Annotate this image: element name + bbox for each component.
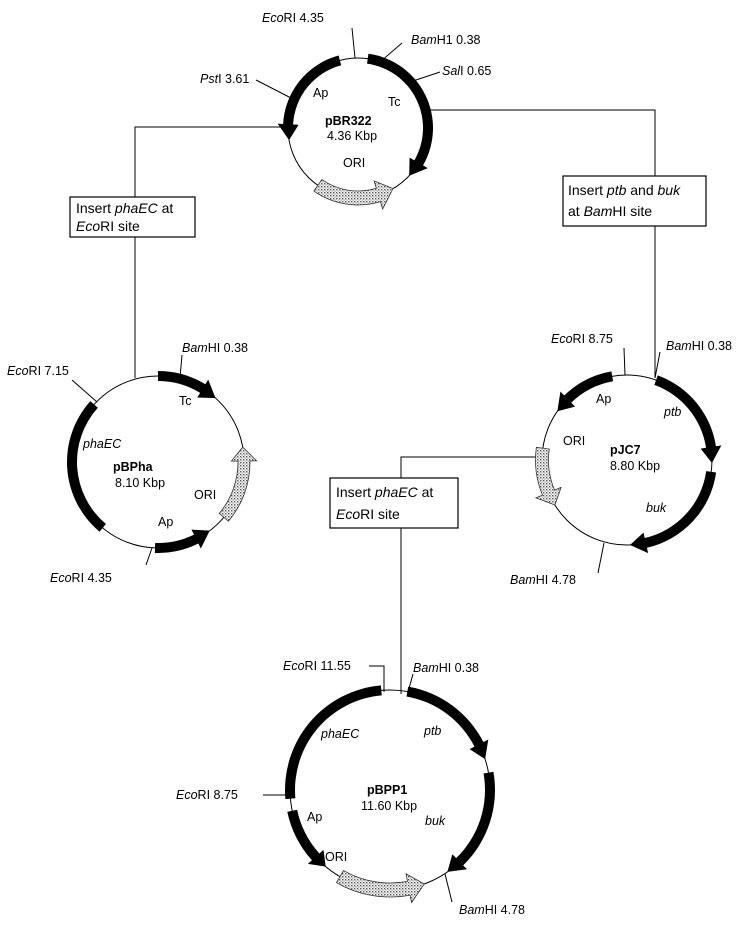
bamhi-bottom-site-label: BamHI 4.78 xyxy=(510,573,576,587)
plasmid-pjc7: EcoRI 8.75 BamHI 0.38 BamHI 4.78 Ap ptb … xyxy=(510,332,732,587)
ori-region xyxy=(534,446,562,506)
ap-gene-arrow xyxy=(557,371,614,412)
step-box-middle: Insert phaEC at EcoRI site xyxy=(329,477,459,529)
plasmid-size: 8.80 Kbp xyxy=(610,459,660,473)
buk-gene-arrow xyxy=(629,471,717,554)
ori-label: ORI xyxy=(563,434,585,448)
ap-label: Ap xyxy=(313,86,328,100)
bamhi-site-tick xyxy=(179,354,183,379)
ap-gene-arrow xyxy=(277,55,342,141)
ori-label: ORI xyxy=(343,156,365,170)
buk-gene-label: buk xyxy=(425,814,446,828)
sali-site-tick xyxy=(409,71,441,83)
tc-gene-arrow xyxy=(158,371,216,399)
plasmid-name: pBPP1 xyxy=(367,783,407,797)
plasmid-pbpp1: EcoRI 11.55 BamHI 0.38 EcoRI 8.75 BamHI … xyxy=(176,659,525,917)
bamh1-site-label: BamH1 0.38 xyxy=(411,33,481,47)
ecori-bottom-site-tick xyxy=(145,547,153,566)
ori-region xyxy=(218,446,258,522)
step-box-left-line2: EcoRI site xyxy=(76,218,140,234)
ecori-site-tick xyxy=(623,347,626,376)
bamh1-site-tick xyxy=(379,42,403,63)
ap-label: Ap xyxy=(596,392,611,406)
phaec-gene-arc xyxy=(67,401,106,532)
bamhi-top-site-tick xyxy=(654,351,661,379)
plasmid-name: pJC7 xyxy=(610,443,641,457)
ecori-top-site-tick xyxy=(369,665,385,692)
step-box-right: Insert ptb and buk at BamHI site xyxy=(562,175,707,227)
sali-site-label: SalI 0.65 xyxy=(442,64,491,78)
psti-site-tick xyxy=(255,79,292,99)
tc-label: Tc xyxy=(179,394,192,408)
ap-label: Ap xyxy=(158,515,173,529)
bamhi-site-label: BamHI 0.38 xyxy=(182,341,248,355)
ori-label: ORI xyxy=(194,488,216,502)
bamhi-bottom-site-tick xyxy=(444,873,453,903)
plasmid-pbpha: BamHI 0.38 EcoRI 7.15 EcoRI 4.35 Tc phaE… xyxy=(7,341,258,585)
plasmid-size: 11.60 Kbp xyxy=(361,799,417,813)
ap-label: Ap xyxy=(307,810,322,824)
ecori-site-label: EcoRI 4.35 xyxy=(262,11,324,25)
ptb-gene-label: ptb xyxy=(423,724,441,738)
phaec-gene-arc xyxy=(285,685,382,800)
ecori-left-site-label: EcoRI 8.75 xyxy=(176,788,238,802)
plasmid-name: pBR322 xyxy=(325,114,372,128)
ecori-top-site-label: EcoRI 11.55 xyxy=(283,659,351,673)
ori-region xyxy=(313,179,394,211)
ecori-bottom-site-label: EcoRI 4.35 xyxy=(50,571,112,585)
ecori-site-label: EcoRI 8.75 xyxy=(551,332,613,346)
phaec-gene-label: phaEC xyxy=(82,437,122,451)
step-box-right-line2: at BamHI site xyxy=(568,203,652,219)
tc-label: Tc xyxy=(388,95,401,109)
plasmid-size: 8.10 Kbp xyxy=(115,476,165,490)
ecori-top-site-label: EcoRI 7.15 xyxy=(7,364,69,378)
bamhi-bottom-site-label: BamHI 4.78 xyxy=(459,903,525,917)
ptb-gene-arrow xyxy=(654,375,722,463)
ori-label: ORI xyxy=(325,850,347,864)
bamhi-top-site-label: BamHI 0.38 xyxy=(666,339,732,353)
step-box-middle-line2: EcoRI site xyxy=(336,506,400,522)
buk-gene-label: buk xyxy=(646,501,667,515)
bamhi-bottom-site-tick xyxy=(597,542,605,574)
phaec-gene-label: phaEC xyxy=(320,727,360,741)
ptb-gene-label: ptb xyxy=(663,405,681,419)
plasmid-pbr322: EcoRI 4.35 BamH1 0.38 SalI 0.65 PstI 3.6… xyxy=(200,11,491,211)
connector-lines xyxy=(134,109,656,694)
bamhi-top-site-tick xyxy=(407,673,414,693)
ap-gene-arrow xyxy=(154,529,210,553)
step-box-right-line1: Insert ptb and buk xyxy=(568,182,681,198)
step-box-left-line1: Insert phaEC at xyxy=(76,200,173,216)
bamhi-top-site-label: BamHI 0.38 xyxy=(413,661,479,675)
plasmid-name: pBPha xyxy=(113,460,154,474)
buk-gene-arrow xyxy=(447,771,495,872)
ecori-site-tick xyxy=(351,27,356,59)
ori-region xyxy=(335,869,425,904)
ap-gene-arrow xyxy=(287,809,326,867)
step-box-left: Insert phaEC at EcoRI site xyxy=(69,196,196,238)
ptb-gene-arrow xyxy=(406,686,489,760)
tc-gene-arrow xyxy=(367,53,433,176)
step-box-middle-line1: Insert phaEC at xyxy=(336,484,433,500)
ecori-top-site-tick xyxy=(71,379,98,403)
plasmid-size: 4.36 Kbp xyxy=(327,129,377,143)
psti-site-label: PstI 3.61 xyxy=(200,72,249,86)
